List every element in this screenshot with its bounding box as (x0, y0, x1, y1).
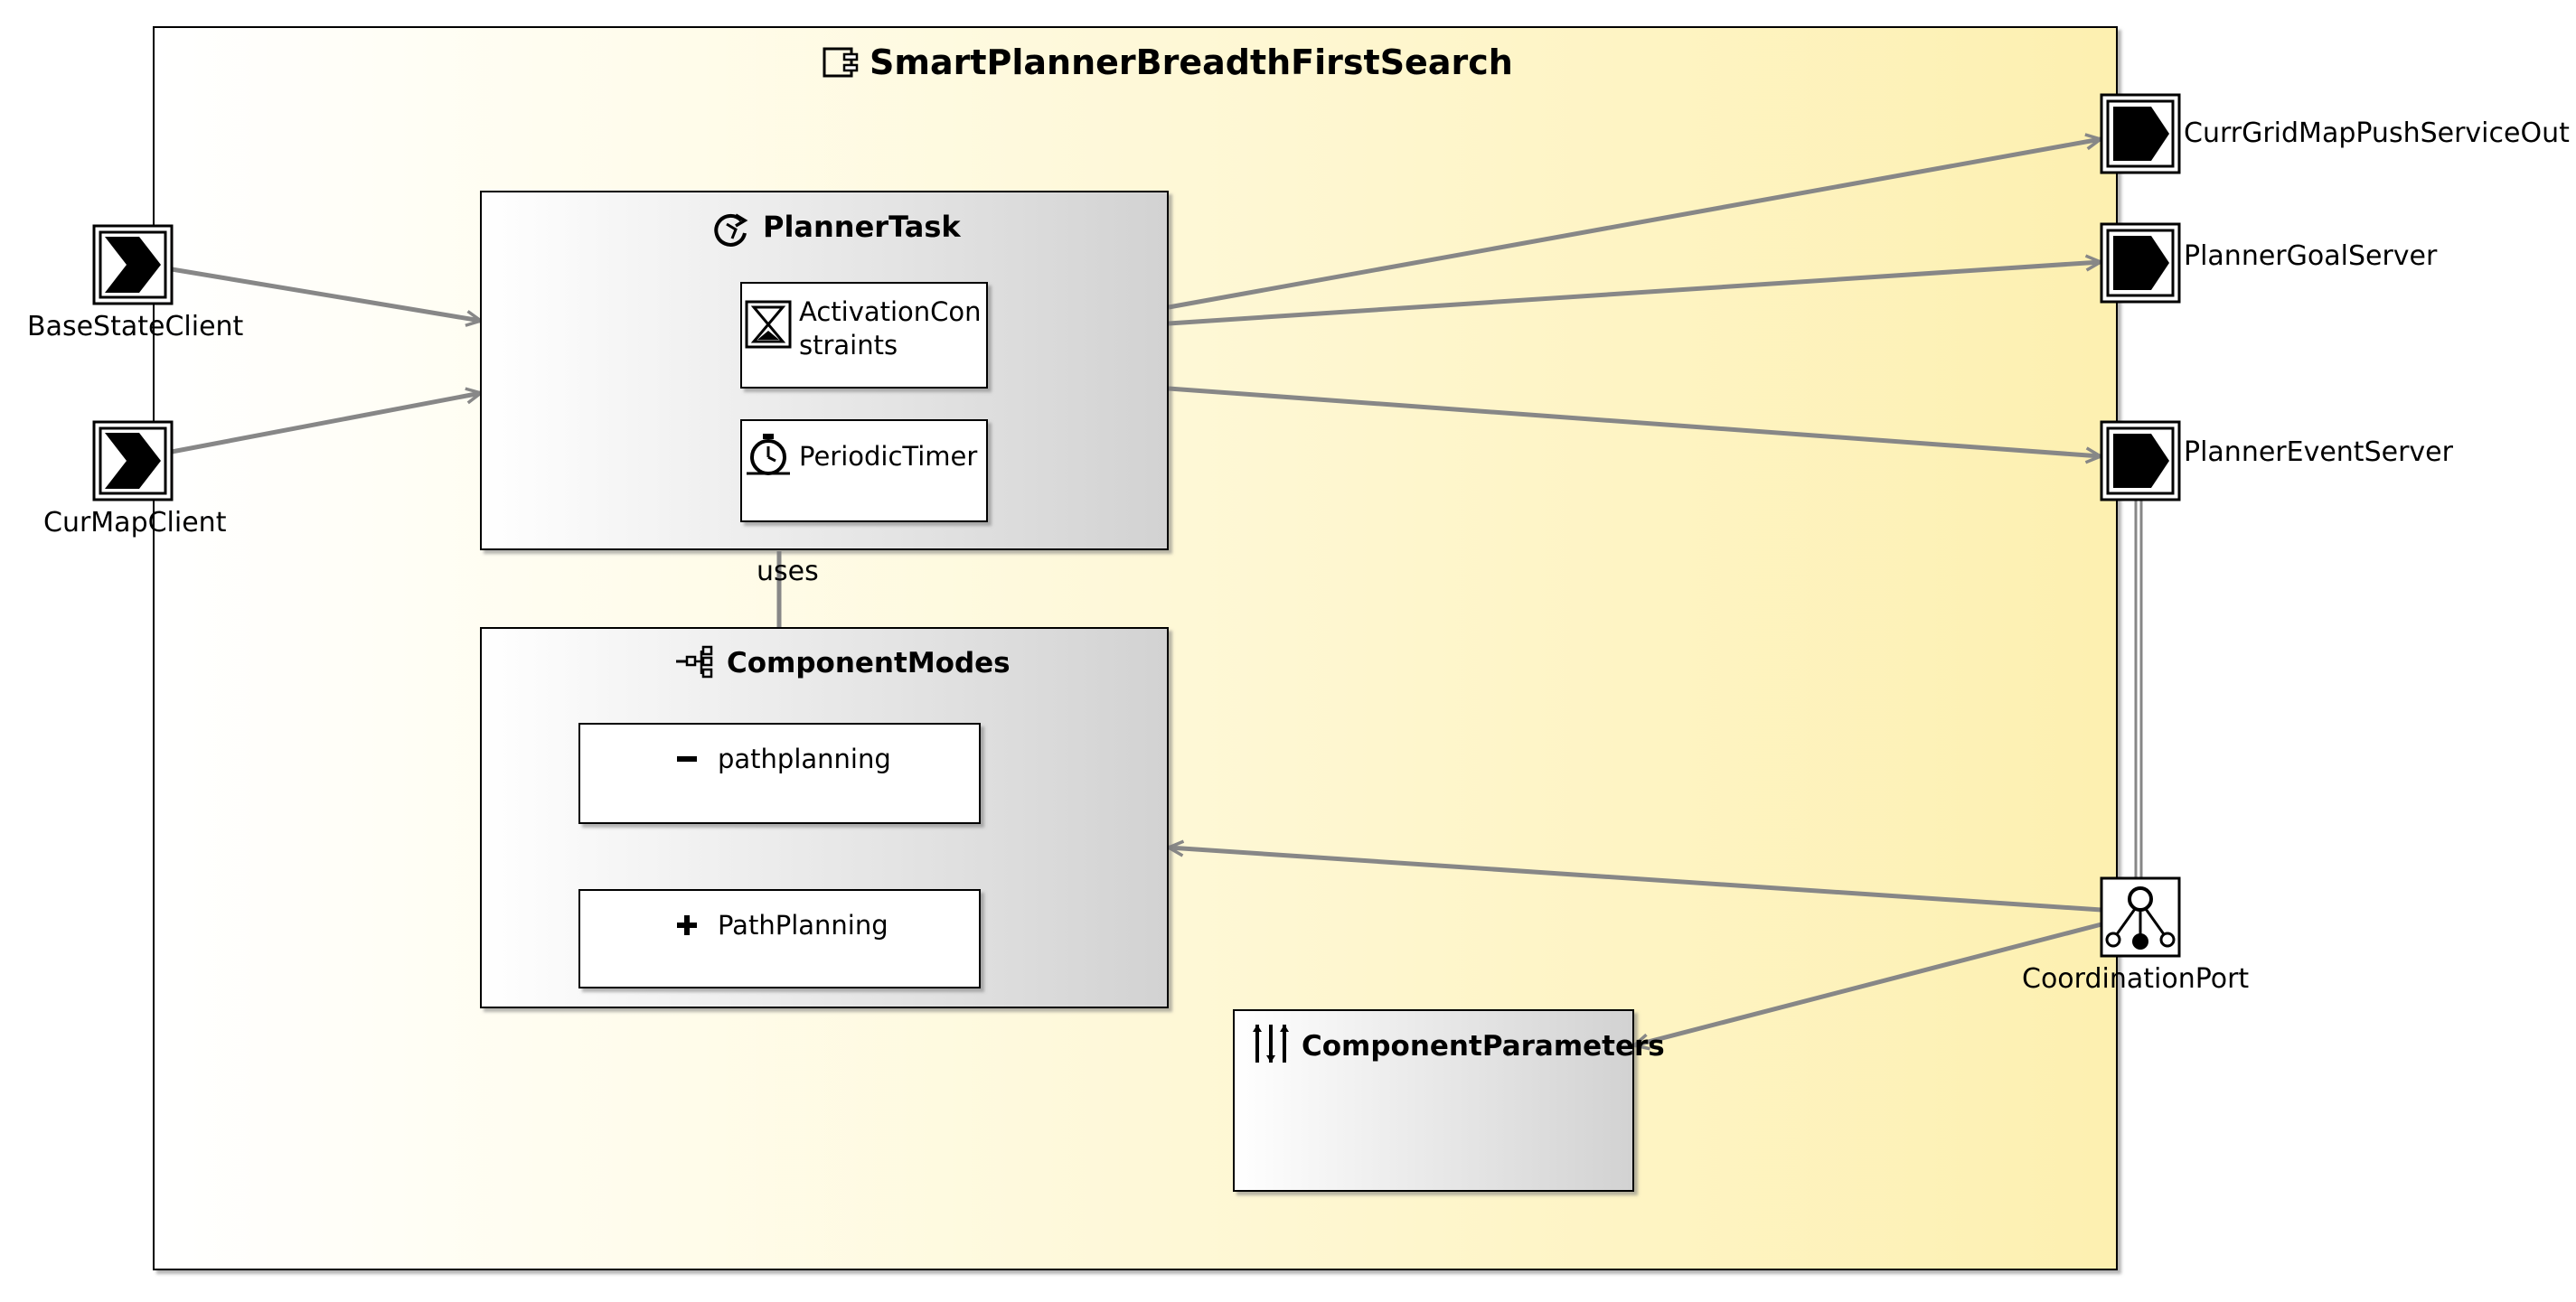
server-port-icon (2113, 434, 2169, 488)
port-base-state-client[interactable] (92, 224, 174, 305)
periodic-timer-label: PeriodicTimer (799, 441, 977, 472)
edge-coordination-to-parameters[interactable] (1634, 922, 2102, 1045)
activation-constraints-label-line2: straints (799, 330, 898, 361)
connections (171, 139, 2143, 1045)
component-title: SmartPlannerBreadthFirstSearch (870, 42, 1513, 82)
port-curr-grid-map-push-service-out-label: CurrGridMapPushServiceOut (2184, 117, 2570, 149)
port-planner-goal-server-label: PlannerGoalServer (2184, 240, 2438, 272)
minus-icon (677, 756, 697, 762)
edge-coordination-to-modes[interactable] (1169, 848, 2102, 913)
activation-constraints-label-line1: ActivationCon (799, 296, 982, 327)
plus-icon (677, 915, 697, 935)
stopwatch-icon (747, 434, 790, 475)
mode-pathplanning-label: pathplanning (718, 744, 891, 774)
uses-label: uses (757, 556, 819, 587)
component-parameters-title: ComponentParameters (1302, 1030, 1665, 1063)
planner-task-title: PlannerTask (763, 210, 961, 244)
server-port-icon (2113, 107, 2169, 161)
mode-PathPlanning-label: PathPlanning (718, 910, 888, 941)
port-cur-map-client[interactable] (92, 420, 174, 501)
edge-task-to-currgridmap[interactable] (1168, 139, 2101, 310)
port-base-state-client-label: BaseStateClient (27, 311, 244, 342)
port-planner-goal-server[interactable] (2100, 222, 2181, 304)
edge-task-to-plannerevent[interactable] (1168, 386, 2101, 456)
edge-task-to-plannergoal[interactable] (1168, 262, 2101, 326)
edge-basestate-to-task[interactable] (171, 267, 481, 321)
mode-pathplanning-box[interactable] (578, 723, 981, 824)
sliders-icon (1253, 1025, 1289, 1063)
mode-PathPlanning-box[interactable] (578, 889, 981, 988)
port-planner-event-server[interactable] (2100, 420, 2181, 501)
task-cycle-icon (714, 213, 748, 247)
component-modes-title: ComponentModes (727, 647, 1011, 679)
activation-constraints-box[interactable] (740, 282, 988, 389)
server-port-icon (2113, 236, 2169, 290)
component-parameters-box[interactable] (1233, 1009, 1634, 1192)
hourglass-icon (745, 300, 792, 349)
component-icon (823, 47, 859, 78)
port-cur-map-client-label: CurMapClient (43, 507, 227, 539)
port-curr-grid-map-push-service-out[interactable] (2100, 93, 2181, 174)
client-port-icon (105, 433, 161, 489)
port-coordination-label: CoordinationPort (2022, 963, 2249, 995)
port-planner-event-server-label: PlannerEventServer (2184, 436, 2454, 468)
mode-tree-icon (676, 645, 713, 679)
client-port-icon (105, 237, 161, 293)
port-coordination[interactable] (2100, 876, 2181, 958)
edge-curmap-to-task[interactable] (171, 393, 481, 454)
periodic-timer-box[interactable] (740, 419, 988, 522)
coordination-port-icon (2105, 886, 2176, 950)
